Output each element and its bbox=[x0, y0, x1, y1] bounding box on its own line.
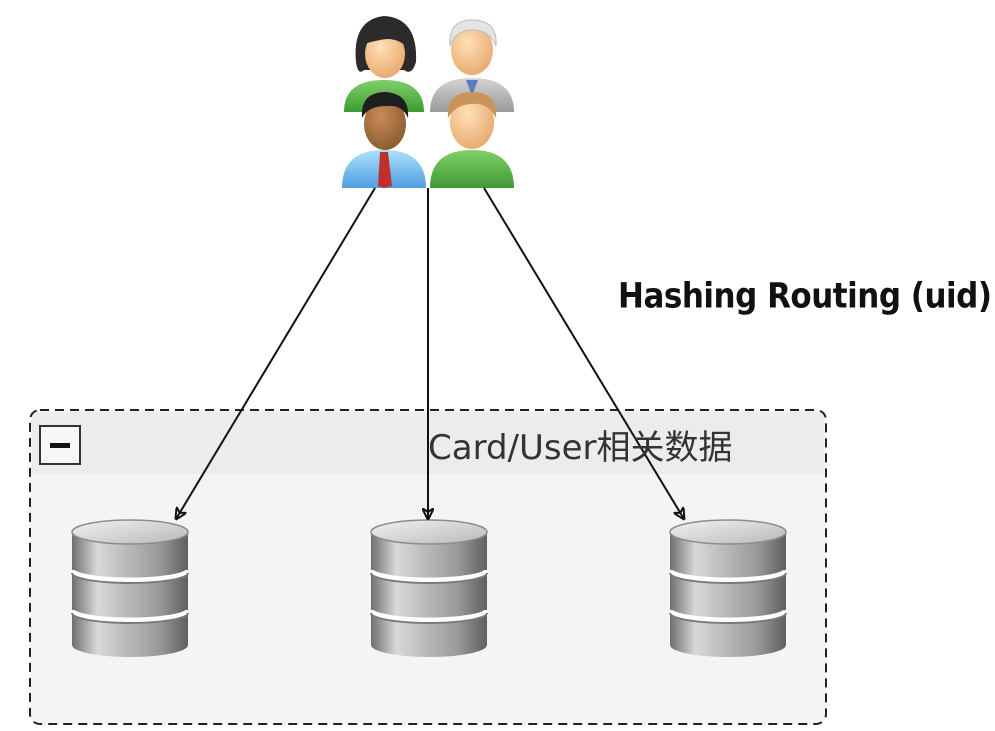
database-icon-2 bbox=[368, 519, 490, 657]
routing-label: Hashing Routing (uid) bbox=[618, 276, 992, 317]
database-icon-3 bbox=[667, 519, 789, 657]
collapse-minus-icon bbox=[50, 443, 70, 448]
user-man-icon bbox=[342, 92, 426, 188]
collapse-button[interactable] bbox=[39, 425, 81, 465]
group-title: Card/User相关数据 bbox=[428, 428, 733, 468]
routing-arrows bbox=[176, 187, 684, 519]
database-icon-1 bbox=[69, 519, 191, 657]
user-person-icon bbox=[430, 92, 514, 188]
arrow-to-db-1 bbox=[176, 187, 376, 519]
arrow-to-db-3 bbox=[483, 187, 684, 519]
users-group-icon bbox=[342, 16, 514, 188]
